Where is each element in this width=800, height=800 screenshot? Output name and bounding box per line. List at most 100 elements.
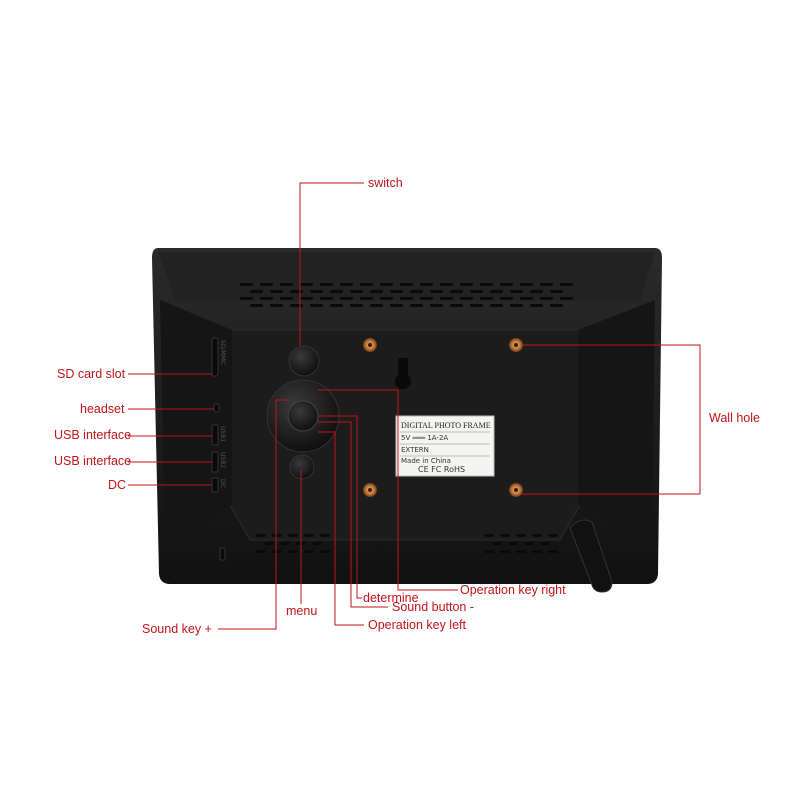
dc-port (211, 477, 219, 493)
vent-slot (484, 534, 494, 537)
usb-port-1 (211, 424, 219, 446)
vent-slot (304, 550, 314, 553)
vent-slot (288, 550, 298, 553)
vent-slot (480, 283, 493, 286)
vent-slot (370, 290, 383, 293)
frame-right-panel (578, 300, 655, 540)
vent-slot (450, 290, 463, 293)
vent-slot (520, 297, 533, 300)
vent-slot (272, 534, 282, 537)
port-label-sd: SD/MMC (219, 340, 226, 365)
vent-slot (500, 534, 510, 537)
vent-slot (460, 297, 473, 300)
vent-slot (310, 304, 323, 307)
label-dc: DC (108, 478, 127, 492)
vent-slot (340, 297, 353, 300)
vent-slot (310, 290, 323, 293)
vent-slot (300, 297, 313, 300)
vent-slot (320, 550, 330, 553)
vent-slot (532, 550, 542, 553)
vent-slot (524, 542, 534, 545)
vent-slot (500, 283, 513, 286)
vent-slot (492, 542, 502, 545)
vent-slot (470, 304, 483, 307)
vent-slot (508, 542, 518, 545)
vent-slot (440, 297, 453, 300)
sticker-marks: CE FC RoHS (418, 465, 466, 474)
vent-slot (500, 550, 510, 553)
label-usb-interface-1: USB interface (54, 428, 132, 442)
sticker-title: DIGITAL PHOTO FRAME (401, 421, 491, 430)
vent-slot (540, 283, 553, 286)
vent-slot (400, 297, 413, 300)
vent-slot (270, 290, 283, 293)
bottom-vent-right (484, 534, 558, 553)
label-sd-card-slot: SD card slot (57, 367, 126, 381)
headset-jack (213, 403, 220, 413)
determine-button (287, 400, 319, 432)
vent-slot (390, 290, 403, 293)
vent-slot (410, 290, 423, 293)
vent-slot (440, 283, 453, 286)
vent-slot (300, 283, 313, 286)
vent-slot (540, 297, 553, 300)
vent-slot (360, 283, 373, 286)
bottom-vent-left (256, 534, 330, 553)
vent-slot (272, 550, 282, 553)
vent-slot (290, 304, 303, 307)
keyhole-hanger (395, 358, 411, 390)
label-menu: menu (286, 604, 318, 618)
spec-sticker (395, 415, 495, 477)
label-determine: determine (363, 591, 419, 605)
vent-slot (548, 550, 558, 553)
vent-slot (340, 283, 353, 286)
vent-slot (280, 297, 293, 300)
vent-slot (390, 304, 403, 307)
vent-slot (320, 534, 330, 537)
sd-card-slot (211, 337, 219, 377)
menu-button (289, 454, 315, 480)
vent-slot (350, 304, 363, 307)
vent-slot (256, 550, 266, 553)
vent-slot (330, 304, 343, 307)
vent-slot (550, 304, 563, 307)
vent-slot (484, 550, 494, 553)
vent-slot (250, 304, 263, 307)
vent-slot (530, 290, 543, 293)
vent-slot (360, 297, 373, 300)
vent-slot (460, 283, 473, 286)
vent-slot (500, 297, 513, 300)
port-label-usb1: USB1 (219, 426, 226, 443)
callout-lines (128, 182, 701, 630)
vent-slot (470, 290, 483, 293)
label-wall-hole: Wall hole (709, 411, 760, 425)
label-operation-key-left: Operation key left (368, 618, 466, 632)
vent-slot (420, 283, 433, 286)
sticker-power: 5V ═══ 1A-2A (401, 434, 449, 442)
vent-slot (560, 297, 573, 300)
vent-slot (420, 297, 433, 300)
vent-slot (530, 304, 543, 307)
vent-slot (380, 283, 393, 286)
vent-slot (304, 534, 314, 537)
vent-slot (410, 304, 423, 307)
vent-slot (290, 290, 303, 293)
usb-port-2 (211, 451, 219, 473)
vent-slot (320, 297, 333, 300)
vent-slot (280, 542, 290, 545)
vent-slot (330, 290, 343, 293)
vent-slot (380, 297, 393, 300)
frame-left-panel (160, 300, 232, 540)
vent-slot (516, 534, 526, 537)
vent-slot (312, 542, 322, 545)
vent-slot (480, 297, 493, 300)
vent-slot (510, 290, 523, 293)
vent-slot (264, 542, 274, 545)
vent-slot (250, 290, 263, 293)
sticker-extern: EXTERN (401, 446, 429, 454)
vent-slot (516, 550, 526, 553)
vent-slot (430, 290, 443, 293)
vent-slot (288, 534, 298, 537)
